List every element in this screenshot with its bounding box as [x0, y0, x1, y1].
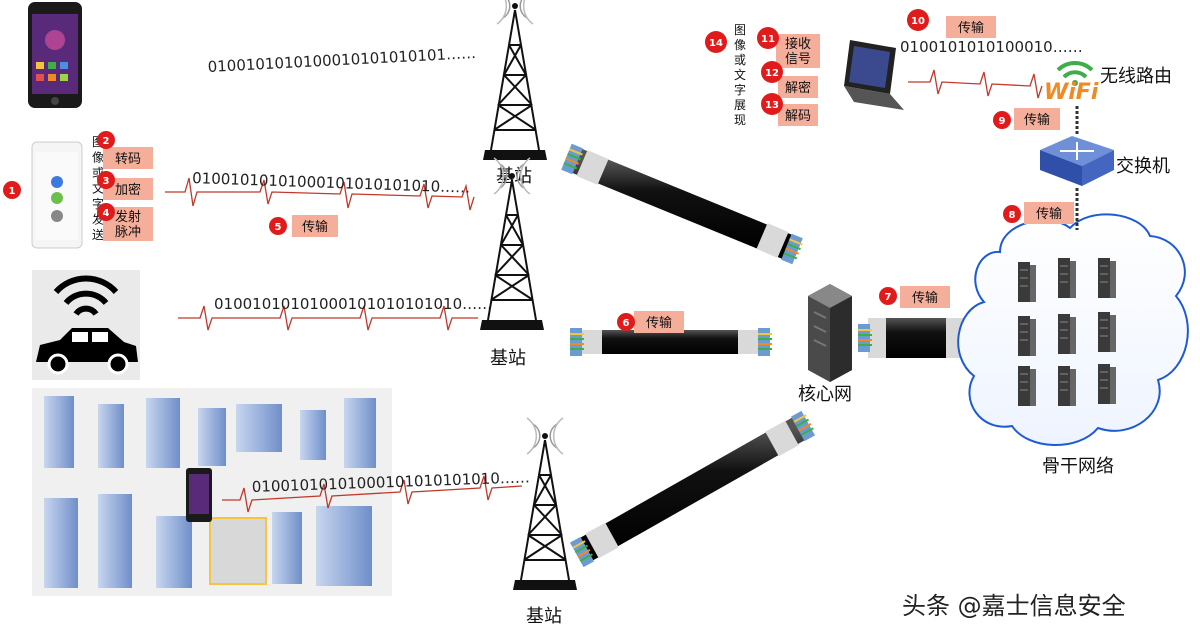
receiver-vertical-label: 图像或文字展现 — [734, 23, 746, 127]
step-number: 10 — [911, 16, 925, 27]
svg-text:图像或文字发送: 图像或文字发送 — [92, 135, 104, 242]
server-icon — [808, 284, 852, 382]
step-label: 接收信号 — [785, 36, 811, 67]
cloud-icon — [957, 213, 1189, 446]
core-network-label: 核心网 — [798, 384, 852, 405]
step-label-box — [1014, 108, 1060, 130]
step-label: 传输 — [1024, 112, 1050, 128]
step-label: 解密 — [785, 80, 811, 96]
base-station-label-3: 基站 — [526, 606, 562, 627]
step-badge — [97, 203, 115, 221]
step-badge — [269, 217, 287, 235]
fiber-cable-icon — [568, 408, 818, 569]
step-label: 传输 — [302, 219, 328, 235]
step-label-box — [103, 147, 153, 169]
step-label: 转码 — [115, 152, 141, 167]
step-number: 2 — [103, 136, 110, 147]
step-label-box — [946, 16, 996, 38]
svg-text:0100101010100010101010101……: 0100101010100010101010101…… — [207, 44, 476, 76]
fiber-cable-icon — [857, 318, 977, 358]
base-station-icon — [482, 0, 548, 161]
step-number: 1 — [9, 186, 16, 197]
step-number: 3 — [103, 176, 110, 187]
step-badge — [907, 9, 929, 31]
step-label: 传输 — [1036, 206, 1062, 222]
bit-string-receive: 0100101010100010…… — [900, 38, 1083, 56]
svg-text:01001010101000101010101010……: 01001010101000101010101010…… — [214, 295, 492, 313]
step-label: 传输 — [958, 20, 984, 36]
car-wifi-icon — [32, 270, 140, 380]
switch-label: 交换机 — [1116, 156, 1170, 177]
step-badge — [757, 27, 779, 49]
smartphone-icon — [28, 2, 82, 108]
step-number: 8 — [1009, 210, 1016, 221]
step-label-box — [776, 34, 820, 68]
switch-icon — [1040, 136, 1114, 186]
step-label-box — [778, 104, 818, 126]
step-label: 发射脉冲 — [115, 209, 141, 240]
step-label: 加密 — [115, 182, 141, 198]
step-badge — [3, 181, 21, 199]
step-badge — [97, 131, 115, 149]
step-label-box — [1024, 202, 1074, 224]
step-label-box — [900, 286, 950, 308]
step-label-box — [292, 215, 338, 237]
bit-string-top: 0100101010100010101010101…… — [207, 44, 476, 76]
fiber-cable-icon — [569, 327, 773, 357]
step-badge — [97, 171, 115, 189]
fiber-cable-icon — [560, 142, 806, 266]
bit-string-phone: 01001010101000101010101010…… — [165, 169, 475, 211]
base-station-icon — [512, 417, 578, 591]
step-label-box — [778, 76, 818, 98]
base-station-label-2: 基站 — [490, 348, 526, 369]
step-badge — [1003, 205, 1021, 223]
step-number: 13 — [765, 100, 779, 111]
bit-string-car: 01001010101000101010101010…… — [178, 295, 492, 331]
pulse-wave-city — [222, 475, 523, 513]
step-number: 14 — [709, 38, 723, 49]
pulse-wave-phone — [165, 177, 475, 211]
step-number: 9 — [999, 116, 1006, 127]
step-number: 12 — [765, 68, 779, 79]
step-badge — [705, 31, 727, 53]
step-badge — [761, 61, 783, 83]
laptop-icon — [844, 40, 904, 110]
step-number: 4 — [103, 208, 110, 219]
step-badge — [993, 111, 1011, 129]
step-label: 传输 — [646, 315, 672, 331]
sender-vertical-label: 图像或文字发送 — [92, 135, 104, 242]
step-badge — [761, 93, 783, 115]
wifi-router-icon: WiFi — [1044, 60, 1099, 105]
step-number: 7 — [885, 292, 892, 303]
watermark: 头条 @嘉士信息安全 — [902, 592, 1126, 620]
buildings-icon — [32, 388, 392, 596]
router-label: 无线路由 — [1100, 66, 1172, 87]
step-number: 11 — [761, 34, 775, 45]
sender-phone — [31, 141, 83, 249]
step-label-box — [103, 178, 153, 200]
step-label: 传输 — [912, 290, 938, 306]
pulse-wave-receive — [908, 69, 1043, 99]
pulse-wave-car — [178, 305, 478, 331]
backbone-label: 骨干网络 — [1042, 456, 1114, 477]
step-badge — [617, 313, 635, 331]
step-number: 6 — [623, 318, 630, 329]
step-label-box — [634, 311, 684, 333]
step-number: 5 — [275, 222, 282, 233]
svg-text:WiFi: WiFi — [1044, 80, 1099, 105]
step-label: 解码 — [785, 109, 811, 124]
step-badge — [879, 287, 897, 305]
